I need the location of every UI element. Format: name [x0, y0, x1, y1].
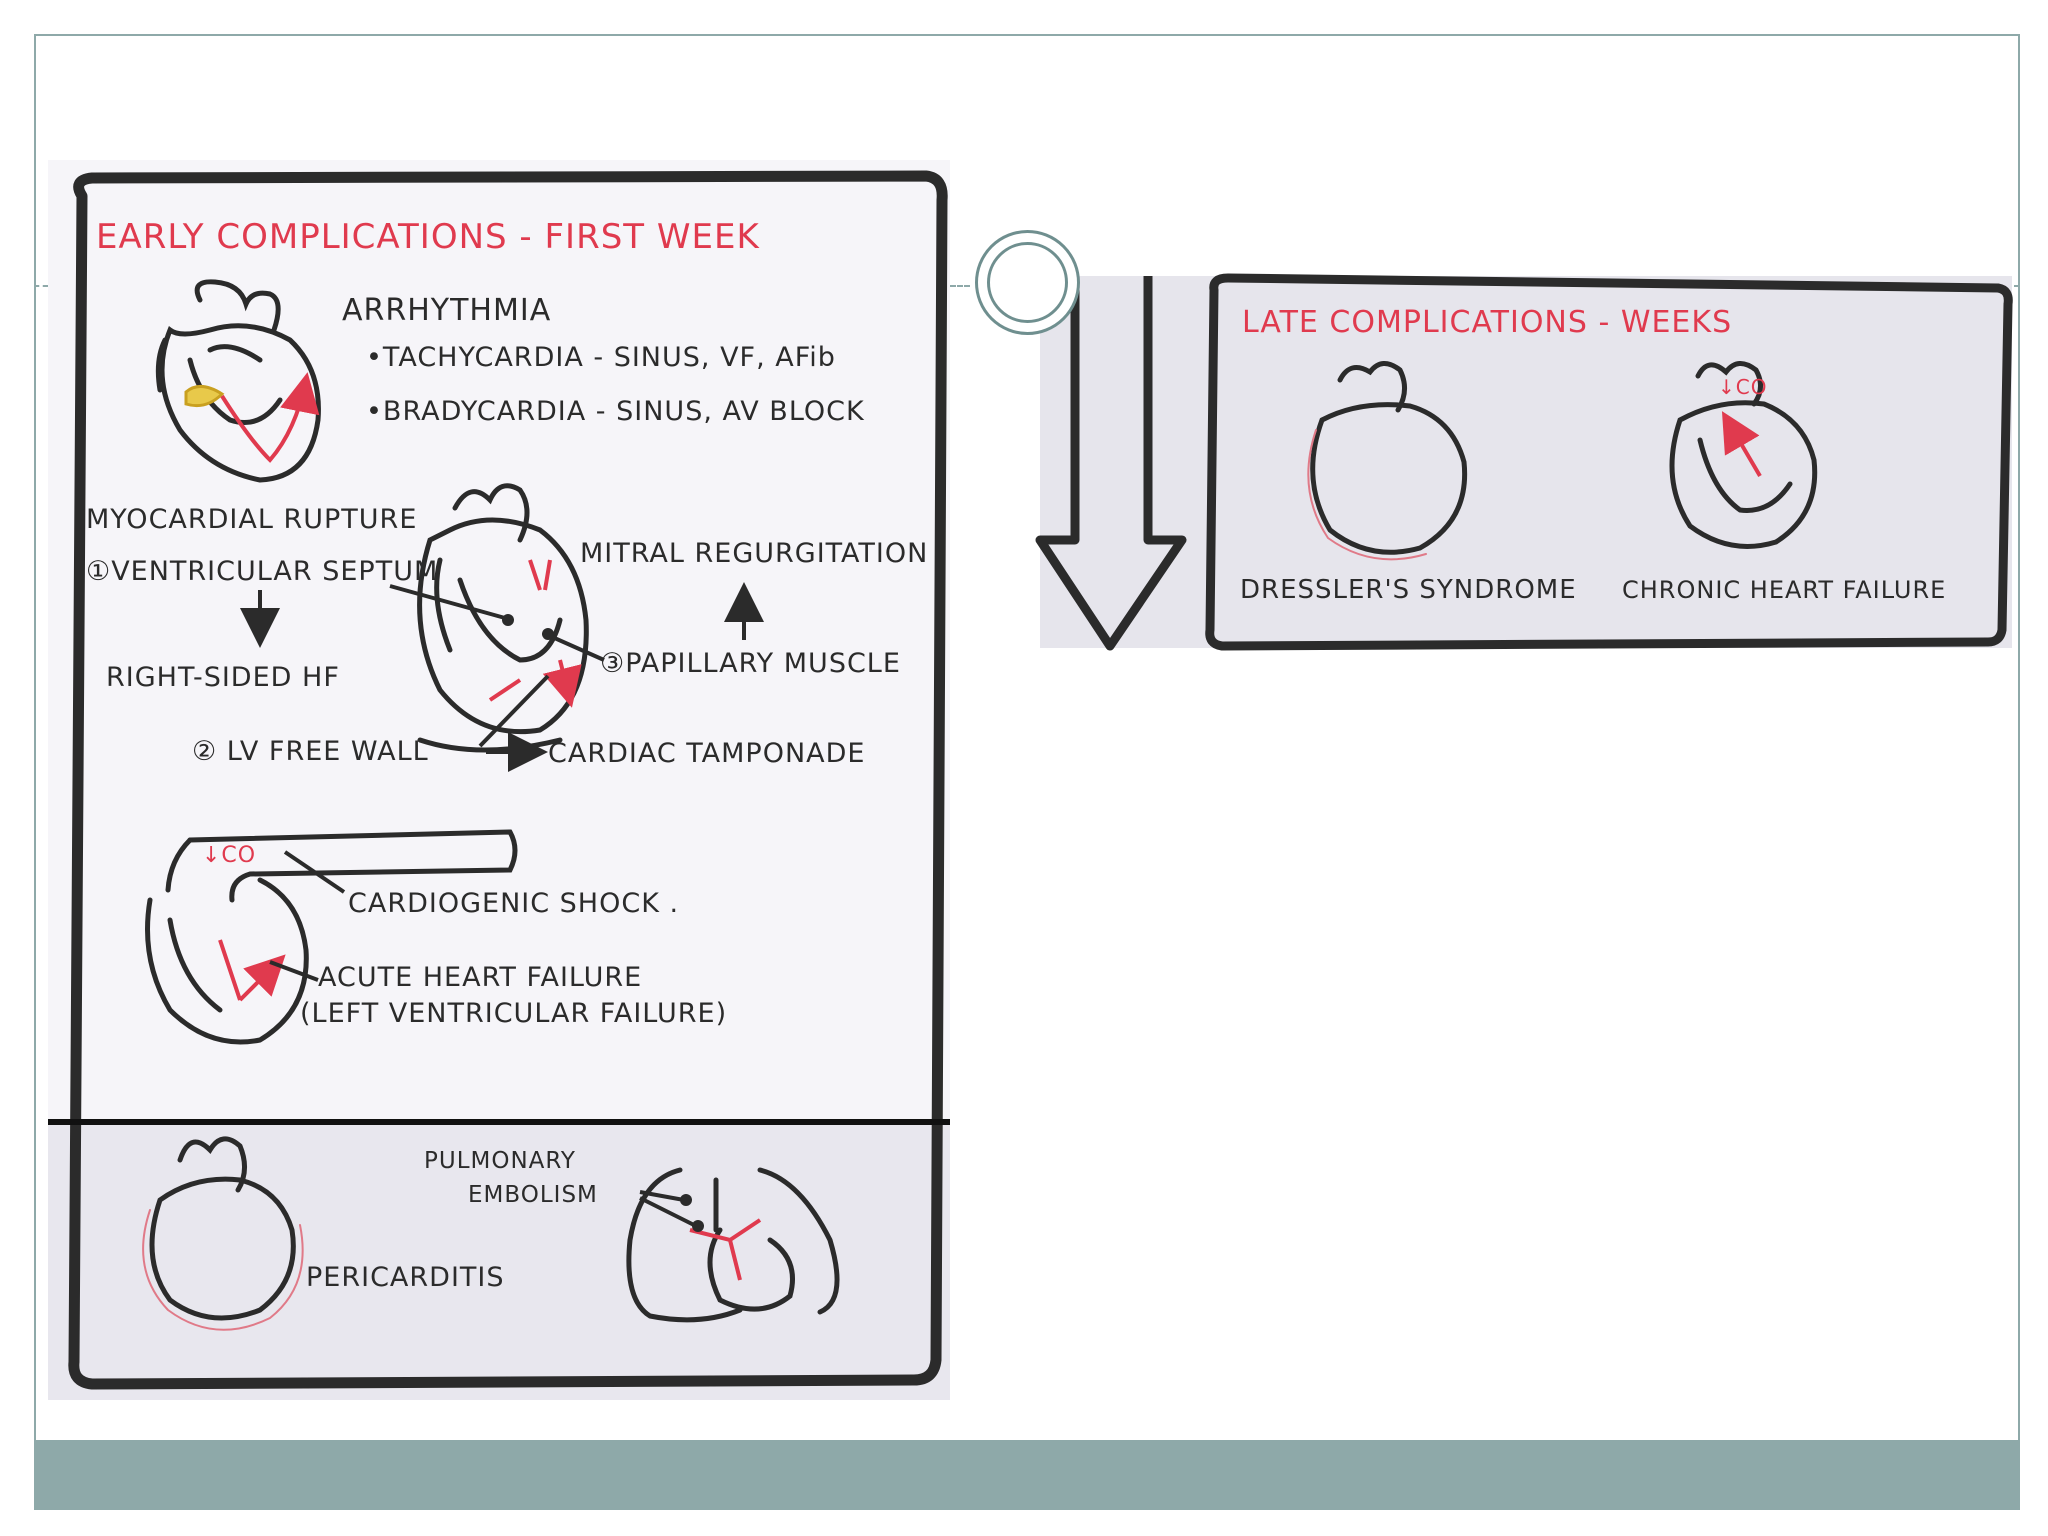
rupture-heading: MYOCARDIAL RUPTURE [86, 504, 417, 535]
papillary-dot [542, 628, 554, 640]
rupture-arrows-red [488, 559, 570, 700]
dressler-label: DRESSLER'S SYNDROME [1240, 575, 1577, 605]
av-node-highlight [184, 385, 225, 408]
arrhythmia-item-tachycardia: •TACHYCARDIA - SINUS, VF, AFib [366, 342, 836, 373]
timeline-big-arrow [1035, 276, 1187, 651]
arrhythmia-item-bradycardia: •BRADYCARDIA - SINUS, AV BLOCK [366, 396, 865, 427]
lv-free-wall-label: ② LV FREE WALL [192, 736, 429, 767]
pe-dot-2 [692, 1220, 704, 1232]
pericarditis-label: PERICARDITIS [306, 1262, 505, 1293]
arrhythmia-heading: ARRHYTHMIA [342, 293, 551, 328]
late-title: LATE COMPLICATIONS - WEEKS [1242, 305, 1732, 340]
pe-dot-1 [680, 1194, 692, 1206]
pericarditis-heart-drawing [142, 1136, 304, 1331]
shock-flow-red [218, 940, 280, 1002]
pe-vessels-red [689, 1218, 762, 1281]
pulmonary-label-line1: PULMONARY [424, 1148, 576, 1174]
arrhythmia-heart-drawing [155, 279, 321, 483]
chronic-hf-label: CHRONIC HEART FAILURE [1622, 576, 1946, 604]
title-divider-mid [950, 285, 970, 287]
papillary-muscle-label: ③PAPILLARY MUSCLE [600, 648, 901, 679]
pe-pointer-line-2 [639, 1196, 697, 1228]
septum-pointer-line [389, 584, 506, 620]
acute-heart-failure-label: ACUTE HEART FAILURE [318, 962, 642, 993]
shock-heart-drawing [145, 829, 518, 1045]
conduction-path-red [220, 372, 320, 463]
title-ring-ornament [975, 230, 1080, 335]
cardiac-tamponade-label: CARDIAC TAMPONADE [548, 738, 865, 769]
footer-band [34, 1440, 2020, 1510]
late-complications-panel: LATE COMPLICATIONS - WEEKS DRESSLER'S SY… [1035, 273, 2013, 651]
late-panel-border [1205, 273, 2013, 651]
late-panel-paper [1040, 276, 2012, 648]
left-ventricular-failure-label: (LEFT VENTRICULAR FAILURE) [300, 998, 727, 1029]
chronic-co-label: ↓CO [1718, 375, 1767, 399]
mitral-regurgitation-label: MITRAL REGURGITATION [580, 538, 928, 569]
early-panel-lower-band [48, 1122, 950, 1400]
early-title: EARLY COMPLICATIONS - FIRST WEEK [96, 217, 760, 257]
title-divider-left [34, 285, 48, 287]
rupture-septum-label: ①VENTRICULAR SEPTUM [86, 556, 438, 587]
shock-co-label: ↓CO [202, 843, 256, 868]
pe-pointer-line-1 [639, 1190, 685, 1202]
cardiogenic-shock-label: CARDIOGENIC SHOCK . [348, 888, 679, 919]
papillary-pointer-line [549, 634, 605, 662]
chronic-hf-heart-drawing [1669, 361, 1818, 549]
chronic-flow-red [1721, 411, 1762, 478]
lv-wall-pointer-line [478, 674, 550, 748]
dressler-heart-drawing [1307, 361, 1468, 561]
early-complications-panel: EARLY COMPLICATIONS - FIRST WEEK ARRHYTH… [48, 160, 950, 1400]
acute-hf-pointer-line [269, 960, 319, 982]
septum-dot [502, 614, 514, 626]
early-panel-border [68, 170, 948, 1390]
pulmonary-label-line2: EMBOLISM [468, 1182, 598, 1208]
right-sided-hf-label: RIGHT-SIDED HF [106, 662, 340, 693]
shock-pointer-line [283, 850, 346, 894]
